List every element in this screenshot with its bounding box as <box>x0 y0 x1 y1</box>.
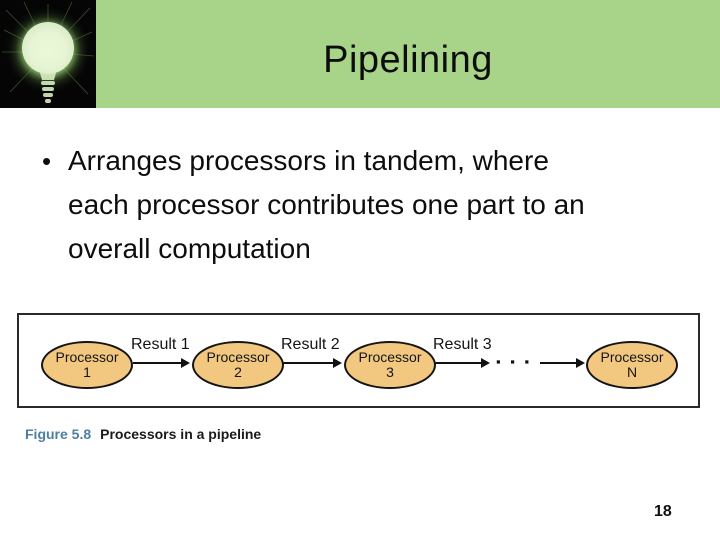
processor-node-3: Processor 3 <box>344 341 436 389</box>
arrow-label: Result 2 <box>281 336 340 353</box>
figure-caption-number: Figure 5.8 <box>25 426 92 442</box>
processor-number: 2 <box>234 364 242 380</box>
processor-label: Processor <box>206 349 270 365</box>
ellipsis-icon: ▪ ▪ ▪ <box>496 354 533 369</box>
lightbulb-icon <box>0 0 96 108</box>
arrow-icon <box>133 358 190 368</box>
processor-number: N <box>626 364 638 380</box>
figure-caption-text: Processors in a pipeline <box>100 426 262 442</box>
figure-caption: Figure 5.8 Processors in a pipeline <box>25 426 261 442</box>
processor-label: Processor <box>55 349 119 365</box>
processor-label: Processor <box>358 349 422 365</box>
bullet-line: overall computation <box>68 233 311 264</box>
page-title: Pipelining <box>323 38 493 81</box>
bullet-line: each processor contributes one part to a… <box>68 189 585 220</box>
slide-header: Pipelining <box>0 0 720 108</box>
processor-node-1: Processor 1 <box>41 341 133 389</box>
pipeline-figure: Processor 1 Processor 2 Processor 3 Proc… <box>17 313 700 408</box>
bullet-marker: • <box>42 146 52 176</box>
arrow-icon <box>435 358 490 368</box>
page-number: 18 <box>654 503 672 520</box>
arrow-icon <box>540 358 585 368</box>
processor-number: 1 <box>83 364 91 380</box>
processor-node-n: Processor N <box>586 341 678 389</box>
lightbulb-image <box>0 0 96 108</box>
processor-node-2: Processor 2 <box>192 341 284 389</box>
bullet-line: Arranges processors in tandem, where <box>68 145 549 176</box>
processor-label: Processor <box>600 349 664 365</box>
bullet-item: • Arranges processors in tandem, where e… <box>42 139 585 271</box>
arrow-icon <box>283 358 342 368</box>
arrow-label: Result 1 <box>131 336 190 353</box>
bullet-text: Arranges processors in tandem, where eac… <box>68 139 585 271</box>
processor-number: 3 <box>386 364 394 380</box>
arrow-label: Result 3 <box>433 336 492 353</box>
title-bar: Pipelining <box>96 0 720 108</box>
